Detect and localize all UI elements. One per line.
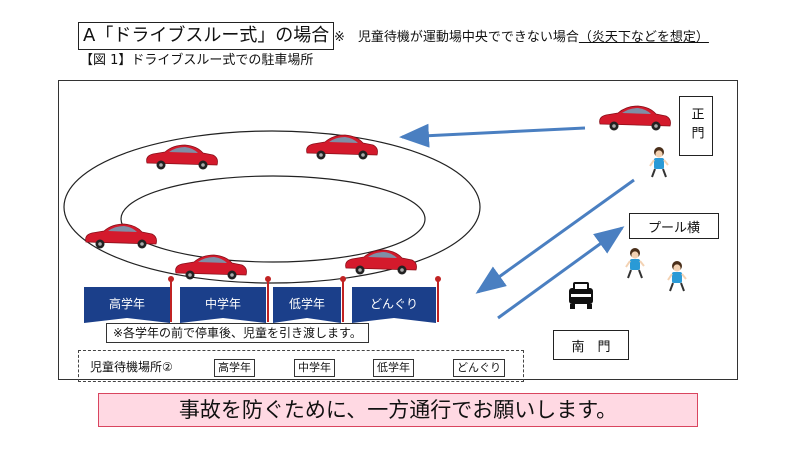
waiting-tag-upper: 高学年 xyxy=(214,359,255,377)
pool-side-label: プール横 xyxy=(629,213,719,239)
child-icon xyxy=(667,260,687,292)
car-icon xyxy=(345,249,417,275)
figure-caption: 【図 1】ドライブスルー式での駐車場所 xyxy=(80,53,314,68)
car-front-icon xyxy=(569,282,593,309)
south-gate-label: 南 門 xyxy=(553,330,629,360)
title-note: ※ 児童待機が運動場中央でできない場合（炎天下などを想定） xyxy=(334,26,709,45)
handover-note: ※各学年の前で停車後、児童を引き渡します。 xyxy=(106,323,369,343)
arrow-entry xyxy=(399,123,586,148)
child-icon xyxy=(625,247,645,279)
waiting-tag-lower: 低学年 xyxy=(373,359,414,377)
flag-donguri: どんぐり xyxy=(352,287,436,323)
waiting-area xyxy=(78,350,524,382)
arrow-to-exit-upper xyxy=(475,178,635,294)
title-note-main: ※ 児童待機が運動場中央でできない場合 xyxy=(334,30,579,45)
waiting-tag-middle: 中学年 xyxy=(294,359,335,377)
waiting-area-label: 児童待機場所② xyxy=(90,360,173,374)
car-icon xyxy=(599,105,671,131)
waiting-tag-donguri: どんぐり xyxy=(453,359,505,377)
main-gate-label: 正門 xyxy=(679,96,713,156)
arrow-to-pool-side xyxy=(497,226,625,320)
one-way-banner: 事故を防ぐために、一方通行でお願いします。 xyxy=(98,393,698,427)
car-icon xyxy=(175,254,247,280)
title-note-condition: （炎天下などを想定） xyxy=(578,30,709,45)
flag-upper-grade: 高学年 xyxy=(84,287,170,323)
flag-middle-grade: 中学年 xyxy=(180,287,266,323)
track-inner xyxy=(120,175,426,263)
car-icon xyxy=(85,223,157,249)
flag-lower-grade: 低学年 xyxy=(273,287,341,323)
diagram-frame xyxy=(58,80,738,380)
car-icon xyxy=(306,134,378,160)
child-icon xyxy=(649,146,669,178)
car-icon xyxy=(146,144,218,170)
track-outer xyxy=(63,130,481,284)
page-title: A「ドライブスルー式」の場合 xyxy=(78,22,335,50)
